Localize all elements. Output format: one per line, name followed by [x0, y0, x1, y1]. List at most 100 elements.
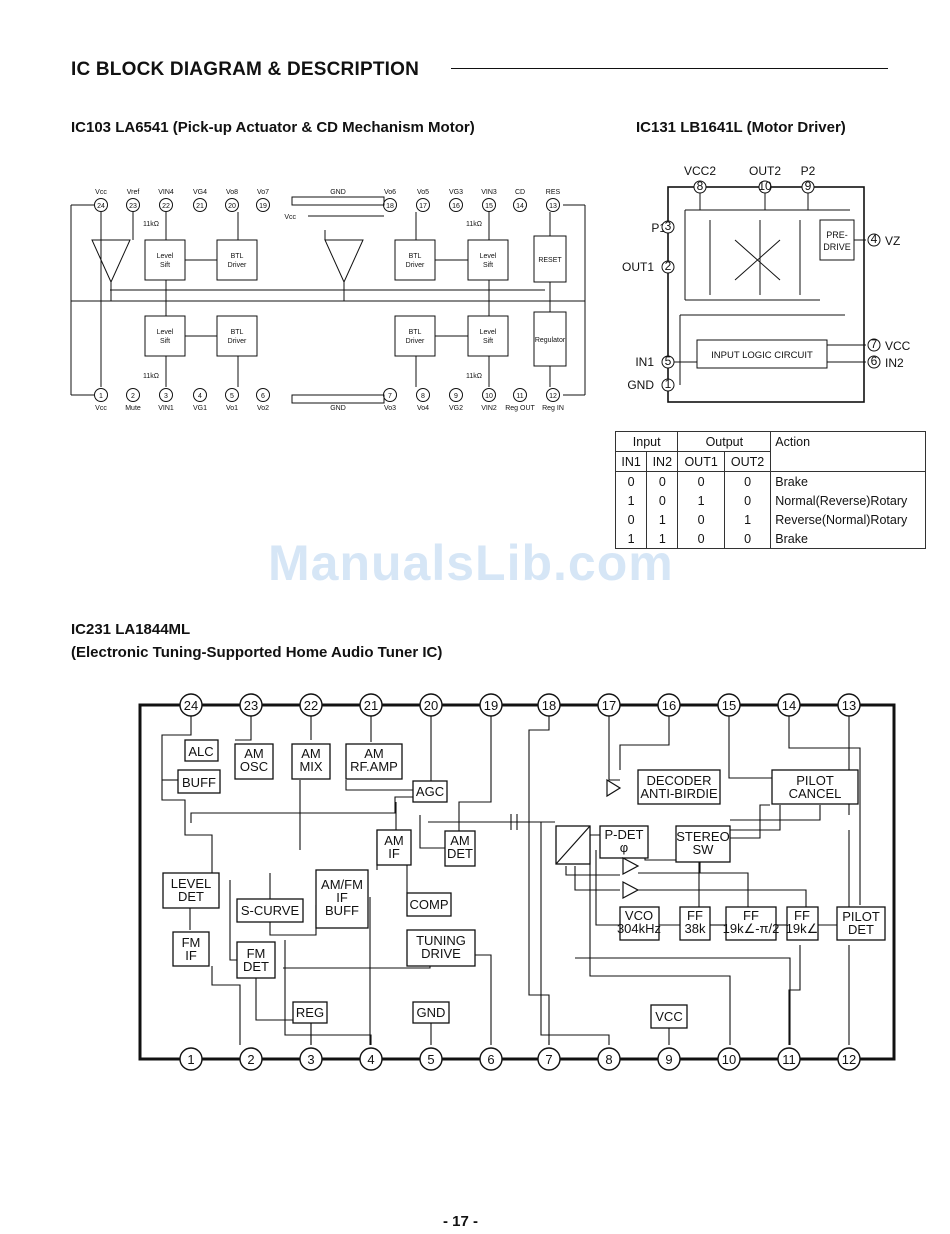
- block-label-agc: AGC: [416, 784, 444, 799]
- pin-label: Vo4: [417, 405, 429, 412]
- pin-number: 22: [162, 203, 170, 210]
- pin-circle: [867, 338, 881, 352]
- table-header: OUT1: [677, 451, 725, 472]
- block-label-stereo-sw: STEREO: [676, 829, 729, 844]
- block-label-ff3: 19k∠: [786, 921, 819, 936]
- pin-circle: [159, 388, 173, 402]
- block-label-am-if: IF: [388, 846, 400, 861]
- pin-circle: [513, 198, 527, 212]
- pin-label: VG3: [449, 189, 463, 196]
- table-cell: 1: [723, 510, 772, 529]
- pin-circle: [837, 1047, 861, 1071]
- pin-number: 10: [758, 179, 772, 193]
- pin-number: 1: [665, 377, 672, 391]
- pin-number: 21: [196, 203, 204, 210]
- pin-circle: [159, 198, 173, 212]
- ic131-out1-label: OUT1: [622, 260, 654, 274]
- pin-circle: [546, 388, 560, 402]
- ic103-res-label: 11kΩ: [466, 373, 482, 380]
- pin-number: 4: [198, 393, 202, 400]
- pin-circle: [657, 1047, 681, 1071]
- ic103-res-label: 11kΩ: [466, 221, 482, 228]
- pin-label: Vo2: [257, 405, 269, 412]
- pin-number: 5: [665, 354, 672, 368]
- pin-circle: [179, 1047, 203, 1071]
- pin-number: 3: [307, 1052, 314, 1067]
- pin-circle: [193, 388, 207, 402]
- block-label-pilot-det: PILOT: [842, 909, 880, 924]
- pin-circle: [717, 693, 741, 717]
- pin-number: 8: [605, 1052, 612, 1067]
- ic103-btl-driver-label: BTL: [409, 253, 422, 260]
- ic103-level-shift-label: Level: [480, 253, 497, 260]
- block-label-ff2: 19k∠-π/2: [723, 921, 780, 936]
- ic103-gnd-bottom: GND: [330, 405, 346, 412]
- pin-number: 1: [99, 393, 103, 400]
- pin-number: 6: [261, 393, 265, 400]
- block-label-amfm-if-buff: IF: [336, 890, 348, 905]
- pin-label: Vo7: [257, 189, 269, 196]
- ic231-subheading: (Electronic Tuning-Supported Home Audio …: [71, 644, 443, 661]
- block-label-ff1: 38k: [685, 921, 706, 936]
- block-label-buff: BUFF: [182, 775, 216, 790]
- pin-number: 9: [805, 179, 812, 193]
- table-cell: 0: [723, 491, 772, 510]
- pin-circle: [801, 180, 815, 194]
- pin-number: 12: [842, 1052, 856, 1067]
- pin-label: Reg OUT: [505, 405, 535, 412]
- pin-number: 1: [187, 1052, 194, 1067]
- table-cell: Brake: [770, 529, 926, 549]
- watermark: ManualsLib.com: [268, 535, 674, 591]
- ic131-gnd-label: GND: [627, 378, 654, 392]
- pin-circle: [777, 693, 801, 717]
- pin-circle: [537, 1047, 561, 1071]
- pin-circle: [225, 388, 239, 402]
- table-cell: [770, 451, 926, 472]
- ic103-btl-driver-label: BTL: [231, 329, 244, 336]
- block-label-fm-det: DET: [243, 959, 269, 974]
- pin-number: 6: [487, 1052, 494, 1067]
- block-label-am-osc: AM: [244, 746, 264, 761]
- pin-circle: [513, 388, 527, 402]
- pin-label: Vo3: [384, 405, 396, 412]
- ic103-btl-driver-label: Driver: [228, 262, 247, 269]
- pin-number: 9: [665, 1052, 672, 1067]
- block-label-vcc: VCC: [655, 1009, 682, 1024]
- pin-circle: [239, 693, 263, 717]
- pin-number: 17: [602, 698, 616, 713]
- pin-number: 7: [545, 1052, 552, 1067]
- ic131-vcc-label: VCC: [885, 339, 911, 353]
- block-label-level-det: DET: [178, 889, 204, 904]
- table-header: OUT2: [723, 451, 772, 472]
- block-label-p-det: P-DET: [605, 827, 644, 842]
- table-header: IN1: [614, 451, 648, 472]
- pin-circle: [537, 693, 561, 717]
- block-label-comp: COMP: [410, 897, 449, 912]
- pin-circle: [661, 378, 675, 392]
- pin-circle: [126, 198, 140, 212]
- pin-number: 15: [485, 203, 493, 210]
- pin-label: Reg IN: [542, 405, 564, 412]
- pin-label: RES: [546, 189, 561, 196]
- pin-number: 19: [484, 698, 498, 713]
- block-label-alc: ALC: [188, 744, 213, 759]
- pin-circle: [546, 198, 560, 212]
- pin-label: Vo1: [226, 405, 238, 412]
- ic131-in1-label: IN1: [635, 355, 654, 369]
- ic103-res-label: 11kΩ: [143, 221, 159, 228]
- pin-circle: [419, 1047, 443, 1071]
- pin-number: 13: [842, 698, 856, 713]
- pin-number: 22: [304, 698, 318, 713]
- ic103-btl-driver-label: BTL: [231, 253, 244, 260]
- block-label-pilot-cancel: CANCEL: [789, 786, 842, 801]
- pin-circle: [777, 1047, 801, 1071]
- ic103-res-label: 11kΩ: [143, 373, 159, 380]
- pin-label: VIN3: [481, 189, 497, 196]
- pin-number: 6: [871, 354, 878, 368]
- page-title: IC BLOCK DIAGRAM & DESCRIPTION: [71, 59, 419, 80]
